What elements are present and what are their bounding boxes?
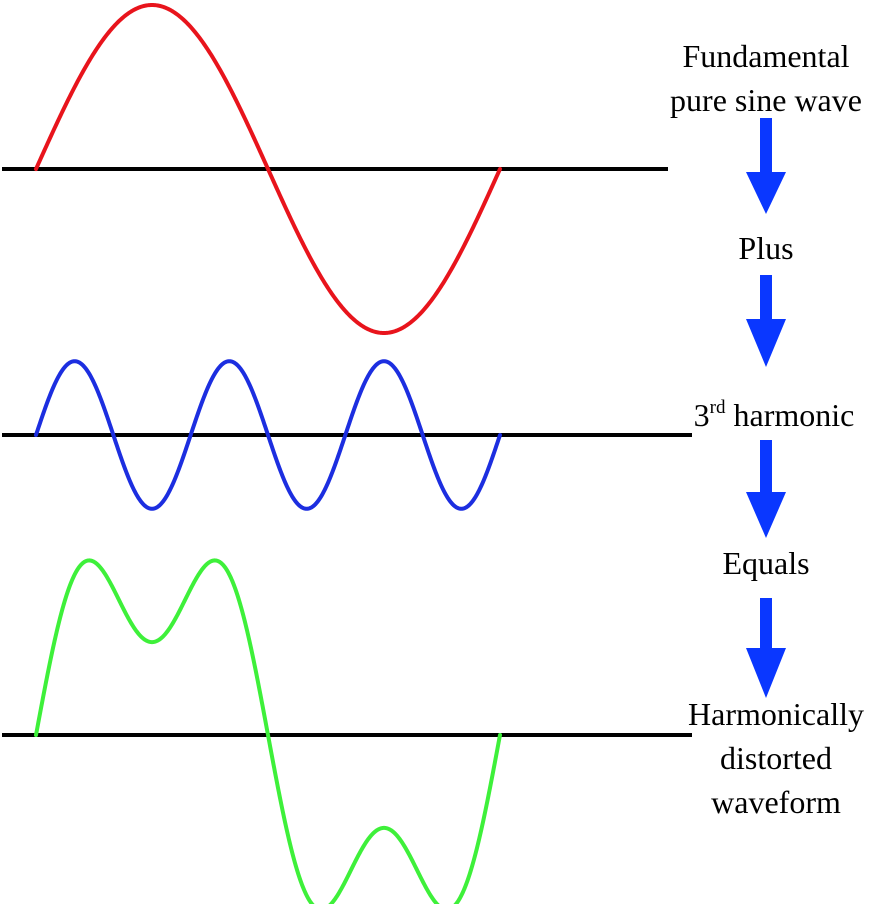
distorted-label-line3: waveform [711, 784, 841, 820]
plus-label: Plus [738, 230, 794, 266]
third-harmonic-wave [34, 359, 502, 511]
fundamental-label-line2: pure sine wave [670, 82, 862, 118]
fundamental-label-line1: Fundamental [682, 38, 850, 74]
fundamental-sine-wave [34, 3, 502, 335]
arrow-down-icon [746, 440, 786, 538]
arrow-down-icon [746, 598, 786, 698]
distorted-label-line2: distorted [720, 740, 832, 776]
arrow-down-icon [746, 275, 786, 367]
third-harmonic-superscript: rd [709, 397, 726, 418]
third-harmonic-word: harmonic [725, 397, 855, 433]
fundamental-label: Fundamental pure sine wave [648, 34, 884, 122]
third-harmonic-label: 3rd harmonic [662, 393, 886, 437]
arrow-down-icon [746, 118, 786, 214]
distorted-label-line1: Harmonically [688, 696, 864, 732]
distorted-waveform [34, 558, 502, 904]
third-harmonic-number: 3 [693, 397, 710, 433]
distorted-label: Harmonically distorted waveform [664, 692, 888, 824]
equals-label: Equals [722, 545, 810, 581]
